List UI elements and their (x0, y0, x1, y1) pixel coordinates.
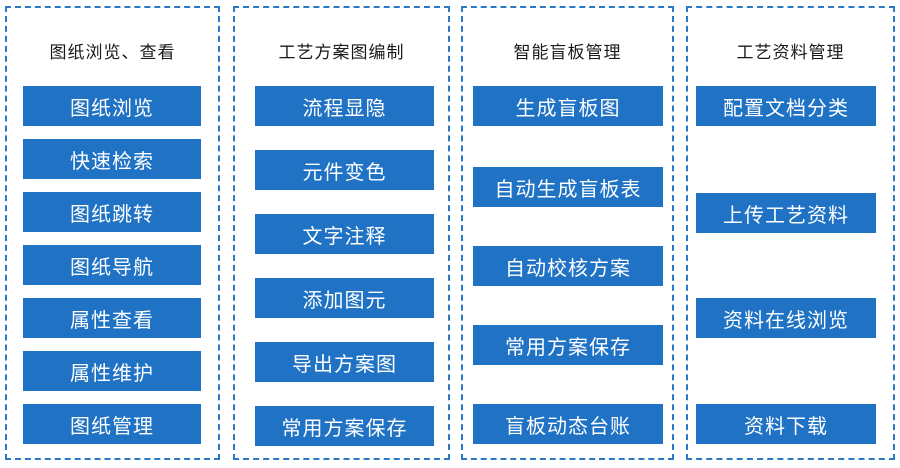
item-online-view[interactable]: 资料在线浏览 (696, 298, 876, 338)
panel-title: 图纸浏览、查看 (49, 43, 176, 63)
item-add-element[interactable]: 添加图元 (255, 278, 434, 318)
panel-title: 工艺方案图编制 (278, 43, 405, 63)
item-drawing-nav[interactable]: 图纸导航 (23, 245, 201, 285)
item-auto-check-plan[interactable]: 自动校核方案 (473, 246, 663, 286)
panel-drawing-browse: 图纸浏览、查看 图纸浏览 快速检索 图纸跳转 图纸导航 属性查看 属性维护 图纸… (5, 6, 220, 460)
item-auto-blind-table[interactable]: 自动生成盲板表 (473, 167, 663, 207)
item-attr-view[interactable]: 属性查看 (23, 298, 201, 338)
item-config-doc-category[interactable]: 配置文档分类 (696, 86, 876, 126)
item-download-docs[interactable]: 资料下载 (696, 404, 876, 444)
item-drawing-browse[interactable]: 图纸浏览 (23, 86, 201, 126)
item-blind-ledger[interactable]: 盲板动态台账 (473, 404, 663, 444)
item-export-plan[interactable]: 导出方案图 (255, 342, 434, 382)
panel-blind-plate: 智能盲板管理 生成盲板图 自动生成盲板表 自动校核方案 常用方案保存 盲板动态台… (461, 6, 674, 460)
panel-title: 工艺资料管理 (736, 43, 845, 63)
item-quick-search[interactable]: 快速检索 (23, 139, 201, 179)
panel-title: 智能盲板管理 (513, 43, 622, 63)
item-generate-blind-map[interactable]: 生成盲板图 (473, 86, 663, 126)
item-upload-docs[interactable]: 上传工艺资料 (696, 193, 876, 233)
item-attr-maintain[interactable]: 属性维护 (23, 351, 201, 391)
item-save-common-plan[interactable]: 常用方案保存 (255, 406, 434, 446)
panel-process-plan: 工艺方案图编制 流程显隐 元件变色 文字注释 添加图元 导出方案图 常用方案保存 (233, 6, 450, 460)
item-text-annotation[interactable]: 文字注释 (255, 214, 434, 254)
panel-process-docs: 工艺资料管理 配置文档分类 上传工艺资料 资料在线浏览 资料下载 (686, 6, 895, 460)
item-flow-toggle[interactable]: 流程显隐 (255, 86, 434, 126)
item-drawing-manage[interactable]: 图纸管理 (23, 404, 201, 444)
item-element-color[interactable]: 元件变色 (255, 150, 434, 190)
item-save-common-plan[interactable]: 常用方案保存 (473, 325, 663, 365)
item-drawing-jump[interactable]: 图纸跳转 (23, 192, 201, 232)
